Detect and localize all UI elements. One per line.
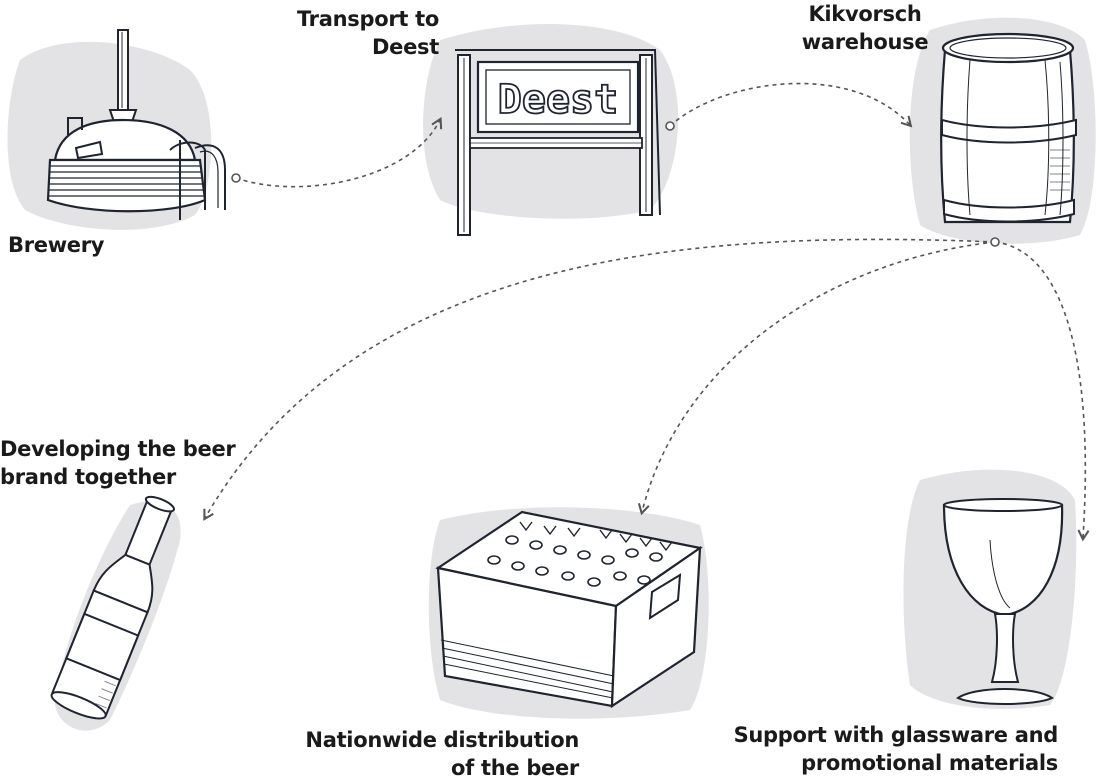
deest-sign-illustration: Deest xyxy=(423,23,679,236)
label-transport-to-deest: Transport to Deest xyxy=(283,5,439,61)
label-glassware-support: Support with glassware and promotional m… xyxy=(722,721,1059,777)
label-line: promotional materials xyxy=(801,751,1058,775)
arrow-deest-to-warehouse xyxy=(669,82,913,128)
glassware-illustration xyxy=(903,469,1077,709)
arrow-start-dots xyxy=(231,121,1000,247)
label-line: Kikvorsch xyxy=(808,2,922,26)
label-nationwide-distribution: Nationwide distribution of the beer xyxy=(293,726,579,782)
label-line: Nationwide distribution xyxy=(305,728,579,752)
beer-bottle-illustration xyxy=(50,495,181,731)
label-brewery: Brewery xyxy=(8,231,105,259)
label-line: Brewery xyxy=(8,233,105,257)
arrow-warehouse-to-distribution xyxy=(637,241,996,516)
label-line: warehouse xyxy=(801,30,929,54)
sign-text: Deest xyxy=(498,77,618,123)
label-line: Developing the beer xyxy=(0,437,236,461)
arrow-warehouse-to-glassware xyxy=(994,241,1090,542)
label-developing-brand: Developing the beer brand together xyxy=(0,435,236,491)
beer-crate-illustration xyxy=(428,507,709,719)
barrel-illustration xyxy=(909,17,1096,244)
label-line: Support with glassware and xyxy=(733,723,1059,747)
label-line: Transport to xyxy=(296,7,439,31)
label-line: of the beer xyxy=(451,756,579,780)
label-line: Deest xyxy=(372,35,439,59)
brewery-illustration xyxy=(7,29,226,230)
flow-arrows xyxy=(203,82,1090,542)
label-kikvorsch-warehouse: Kikvorsch warehouse xyxy=(795,0,935,56)
arrow-brewery-to-deest xyxy=(235,117,443,188)
arrow-warehouse-to-brand xyxy=(203,238,996,521)
label-line: brand together xyxy=(0,465,176,489)
